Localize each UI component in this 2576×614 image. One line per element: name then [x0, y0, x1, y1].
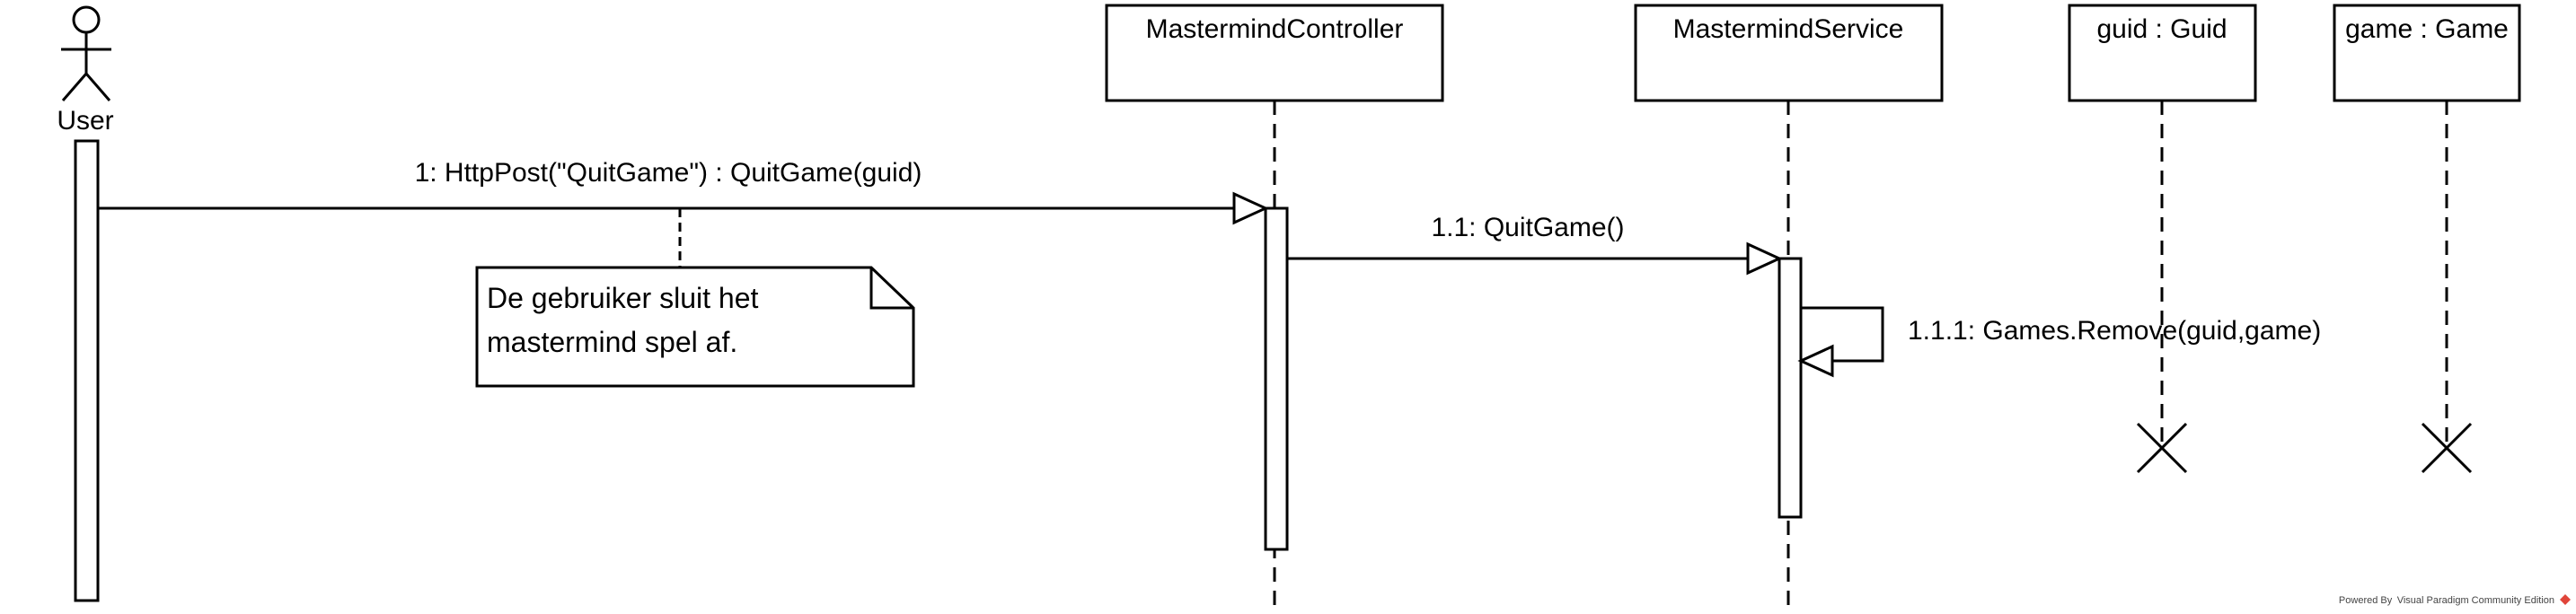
vp-logo-icon — [2560, 594, 2571, 605]
actor-label: User — [57, 106, 113, 136]
message-2-arrowhead — [1746, 241, 1783, 276]
lifeline-game-label: game : Game — [2345, 14, 2509, 44]
message-1: 1: HttpPost("QuitGame") : QuitGame(guid) — [98, 158, 1269, 225]
actor-head — [72, 5, 101, 34]
lifeline-guid: guid : Guid — [2068, 4, 2257, 474]
lifeline-controller-label: MastermindController — [1146, 14, 1404, 44]
note: De gebruiker sluit het mastermind spel a… — [475, 208, 915, 388]
service-activation-bar — [1778, 257, 1803, 519]
actor-activation-bar — [74, 139, 100, 602]
watermark: Powered By Visual Paradigm Community Edi… — [2339, 594, 2571, 606]
message-2-label: 1.1: QuitGame() — [1431, 213, 1624, 242]
lifeline-game: game : Game — [2333, 4, 2521, 474]
actor-user — [61, 5, 111, 101]
note-fold — [869, 268, 913, 310]
message-3-line — [1801, 306, 1884, 363]
actor-right-leg — [84, 73, 111, 101]
note-line-1: De gebruiker sluit het — [487, 282, 758, 314]
controller-activation-bar — [1264, 206, 1289, 551]
actor-left-leg — [61, 73, 88, 101]
message-3-label: 1.1.1: Games.Remove(guid,game) — [1908, 316, 2321, 346]
watermark-text: Powered By Visual Paradigm Community Edi… — [2339, 595, 2554, 606]
lifeline-service: MastermindService — [1634, 4, 1944, 614]
lifeline-controller: MastermindController — [1105, 4, 1444, 614]
game-destroy-marker — [2421, 422, 2473, 474]
guid-destroy-marker — [2136, 422, 2188, 474]
message-3-arrowhead — [1797, 344, 1834, 378]
lifeline-guid-label: guid : Guid — [2096, 14, 2227, 44]
message-3: 1.1.1: Games.Remove(guid,game) — [1797, 306, 2321, 378]
lifeline-controller-box — [1105, 4, 1444, 102]
message-2: 1.1: QuitGame() — [1287, 213, 1783, 276]
lifeline-guid-box — [2068, 4, 2257, 102]
note-shape — [475, 266, 915, 388]
lifeline-game-box — [2333, 4, 2521, 102]
lifeline-service-label: MastermindService — [1673, 14, 1904, 44]
message-1-label: 1: HttpPost("QuitGame") : QuitGame(guid) — [415, 158, 922, 188]
note-line-2: mastermind spel af. — [487, 326, 737, 358]
message-1-arrowhead — [1232, 191, 1269, 225]
